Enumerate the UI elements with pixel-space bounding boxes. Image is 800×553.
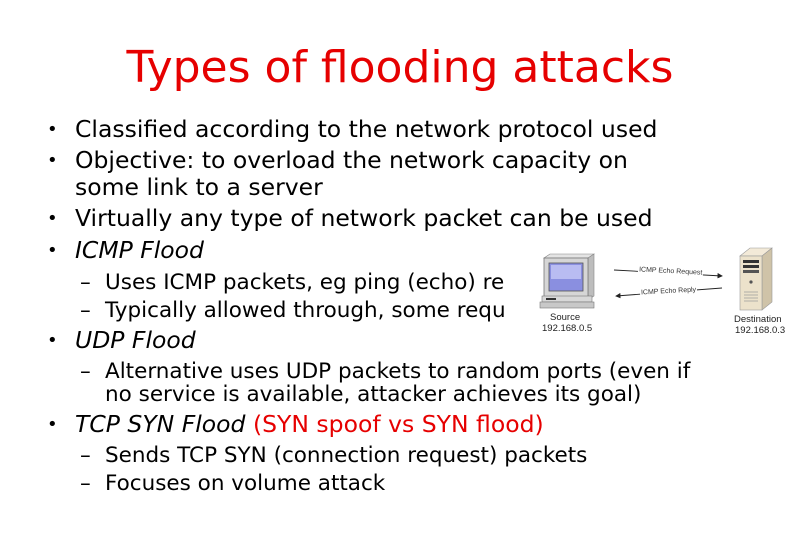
desktop-computer-icon — [539, 253, 595, 309]
dash-icon: – — [80, 471, 91, 496]
bullet-text: TCP SYN Flood — [75, 410, 246, 438]
destination-ip: 192.168.0.3 — [735, 325, 786, 336]
bullet-icon: • — [47, 150, 58, 171]
bullet-text-group: TCP SYN Flood (SYN spoof vs SYN flood) — [75, 411, 544, 438]
bullet-text: Classified according to the network prot… — [75, 115, 658, 143]
dash-icon: – — [80, 359, 91, 384]
dash-icon: – — [80, 443, 91, 468]
sub-bullet-text: Focuses on volume attack — [105, 471, 386, 496]
bullet-text: UDP Flood — [75, 326, 196, 354]
bullet-icon: • — [47, 240, 58, 261]
source-label: Source — [550, 312, 581, 323]
icmp-diagram: Source 192.168.0.5 ICMP Echo Request ICM… — [530, 242, 800, 342]
server-tower-icon — [739, 247, 773, 311]
bullet-text: Objective: to overload the network capac… — [75, 146, 628, 174]
bullet-icon: • — [47, 208, 58, 229]
slide-title: Types of flooding attacks — [126, 42, 674, 93]
dash-icon: – — [80, 270, 91, 295]
bullet-icon: • — [47, 414, 58, 435]
destination-label: Destination — [734, 314, 782, 325]
sub-bullet-text: Typically allowed through, some requ — [105, 298, 506, 323]
sub-bullet-text: Uses ICMP packets, eg ping (echo) re — [105, 270, 505, 295]
dash-icon: – — [80, 298, 91, 323]
sub-bullet-text: Sends TCP SYN (connection request) packe… — [105, 443, 588, 468]
source-ip: 192.168.0.5 — [542, 323, 593, 334]
bullet-text: Virtually any type of network packet can… — [75, 204, 653, 232]
bullet-icon: • — [47, 119, 58, 140]
bullet-suffix: (SYN spoof vs SYN flood) — [252, 410, 544, 438]
bullet-continuation: some link to a server — [75, 173, 323, 201]
sub-bullet-text: Alternative uses UDP packets to random p… — [105, 359, 691, 384]
bullet-text: ICMP Flood — [75, 236, 204, 264]
sub-bullet-continuation: no service is available, attacker achiev… — [105, 382, 642, 407]
bullet-icon: • — [47, 330, 58, 351]
